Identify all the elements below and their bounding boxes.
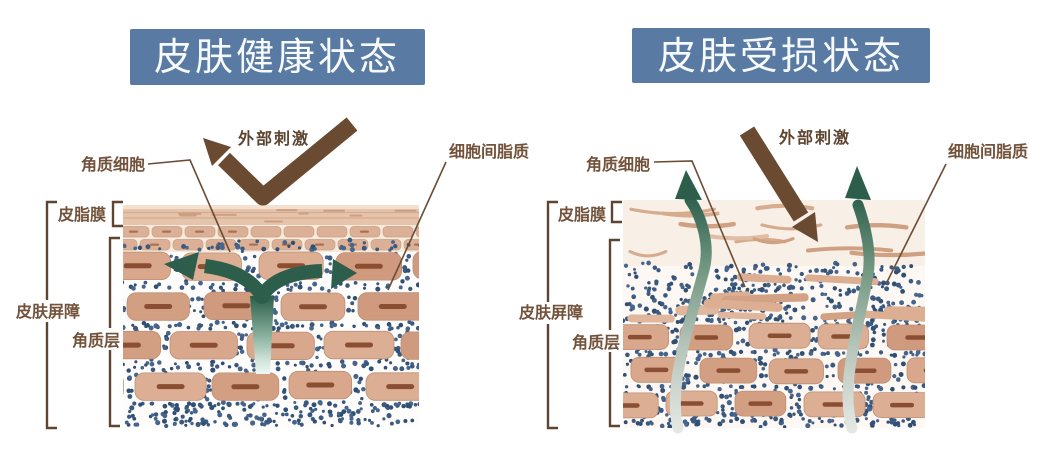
right-title-banner xyxy=(632,28,930,83)
left-sebum-bracket xyxy=(111,200,123,228)
moisture-escape-arrowhead-right-icon xyxy=(845,166,871,200)
left-panel: 皮肤健康状态 外部刺激 角质细胞 细胞间脂质 皮脂膜 皮肤屏障 xyxy=(8,29,529,430)
label-backdrop xyxy=(62,328,118,350)
right-sebum-bracket xyxy=(610,200,622,224)
left-stimulus-arrow xyxy=(203,117,358,206)
right-keratinocyte-label: 角质细胞 xyxy=(586,155,650,174)
stimulus-arrowhead-icon xyxy=(203,138,231,166)
moisture-junction xyxy=(254,288,270,304)
moisture-escape-arrowhead-left-icon xyxy=(675,170,702,200)
label-backdrop xyxy=(512,302,592,324)
left-sebum-film-label: 皮脂膜 xyxy=(57,205,106,224)
moisture-stem xyxy=(250,296,274,374)
right-lipid-pointer xyxy=(885,163,947,285)
right-lipid-label: 细胞间脂质 xyxy=(948,142,1028,161)
left-moisture-arrow xyxy=(164,252,357,374)
right-sebum-film-label: 皮脂膜 xyxy=(557,205,606,224)
right-external-stimulus-label: 外部刺激 xyxy=(778,128,851,147)
left-title: 皮肤健康状态 xyxy=(154,37,400,79)
left-keratinocyte-label: 角质细胞 xyxy=(81,155,145,174)
stimulus-shaft xyxy=(739,126,809,222)
left-stratum-corneum-label: 角质层 xyxy=(72,331,120,350)
right-moisture-arrows xyxy=(669,166,875,434)
moisture-escape-stem-right xyxy=(842,199,875,434)
right-title: 皮肤受损状态 xyxy=(658,36,904,78)
left-skin-barrier-label: 皮肤屏障 xyxy=(15,302,80,321)
left-lipid-pointer xyxy=(387,161,447,291)
left-title-banner xyxy=(130,29,425,85)
right-keratinocyte-pointer xyxy=(653,160,746,288)
moisture-arrowhead-left-icon xyxy=(164,252,199,280)
left-keratinocyte-pointer xyxy=(147,159,231,253)
stimulus-arrowhead-icon xyxy=(792,212,818,242)
moisture-escape-stem-left xyxy=(669,194,712,434)
right-stimulus-arrow xyxy=(739,126,818,242)
left-corneocytes xyxy=(123,250,419,401)
right-panel: 皮肤受损状态 外部刺激 角质细胞 细胞间脂质 皮脂膜 皮肤屏障 角质层 xyxy=(512,28,1028,434)
label-backdrop xyxy=(8,300,88,322)
stimulus-shaft xyxy=(218,117,358,206)
left-lipid-label: 细胞间脂质 xyxy=(449,142,529,161)
right-skin-barrier-label: 皮肤屏障 xyxy=(518,303,583,322)
moisture-arrowhead-right-icon xyxy=(331,259,357,289)
right-stratum-corneum-label: 角质层 xyxy=(572,333,620,352)
label-backdrop xyxy=(566,330,620,352)
left-external-stimulus-label: 外部刺激 xyxy=(237,129,310,148)
